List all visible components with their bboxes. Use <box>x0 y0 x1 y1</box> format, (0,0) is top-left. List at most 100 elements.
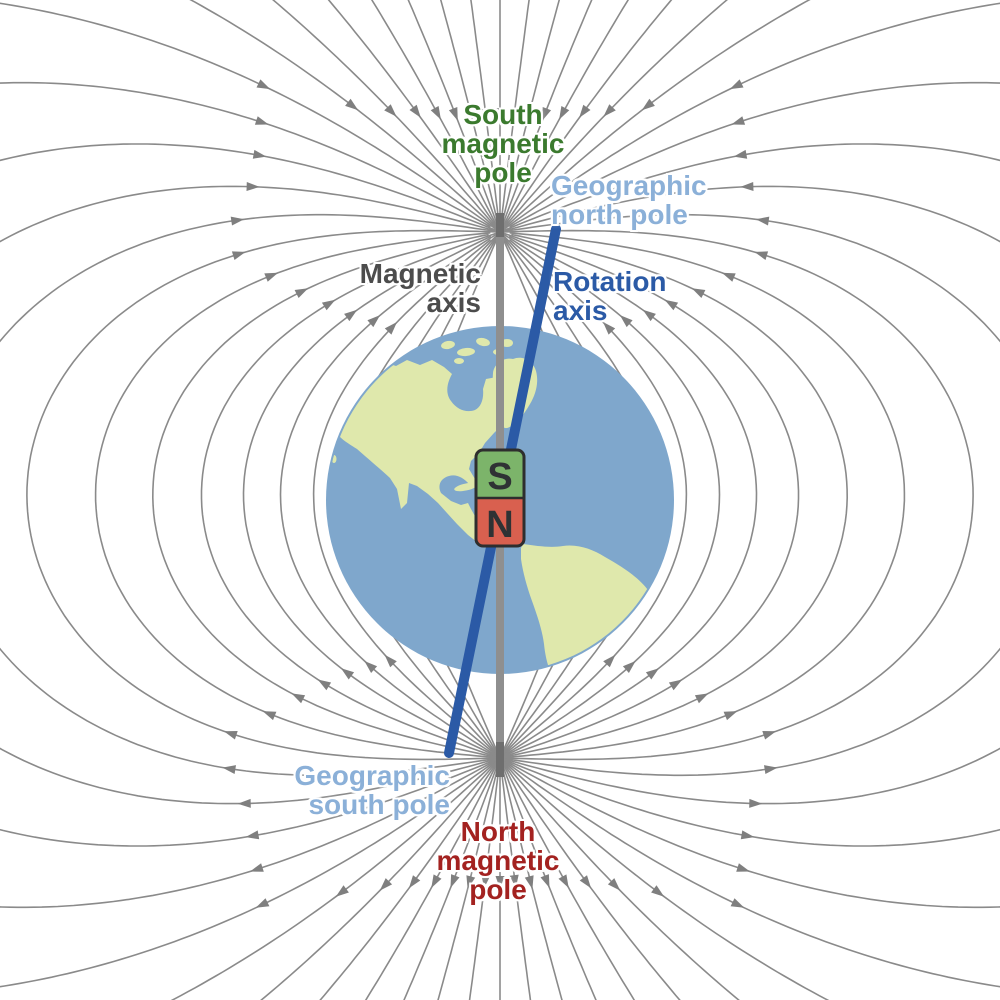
field-line <box>26 229 501 761</box>
field-line <box>0 185 501 805</box>
field-arrow <box>384 104 397 117</box>
label-north-magnetic-pole: North magnetic pole <box>437 817 560 904</box>
field-line <box>499 757 1000 988</box>
field-line <box>0 2 501 233</box>
field-line <box>499 757 597 1000</box>
field-arrow <box>559 106 570 120</box>
field-line <box>499 81 1000 909</box>
field-line <box>499 235 758 759</box>
label-line: axis <box>553 295 608 326</box>
field-line <box>499 239 688 759</box>
field-arrow <box>317 679 332 691</box>
field-line <box>279 231 501 759</box>
field-arrow <box>409 104 421 118</box>
field-arrow <box>344 309 358 322</box>
field-arrow <box>246 182 260 191</box>
field-arrow <box>495 876 505 889</box>
magnet-north-letter: N <box>486 504 513 546</box>
field-arrow <box>730 898 745 908</box>
field-arrow <box>379 878 393 891</box>
field-line <box>370 0 501 233</box>
field-arrow <box>231 251 246 260</box>
label-geographic-north-pole: Geographic north pole <box>551 171 707 229</box>
field-arrow <box>466 875 476 890</box>
field-arrow <box>237 798 251 808</box>
field-arrow <box>764 765 778 774</box>
field-arrow <box>364 661 378 673</box>
island-cuba <box>454 482 478 492</box>
field-line <box>499 757 681 1000</box>
field-arrow <box>294 288 309 298</box>
field-arrow <box>622 661 636 673</box>
field-line <box>0 143 501 847</box>
label-line: Magnetic <box>359 258 481 289</box>
field-line <box>151 233 501 759</box>
field-arrow <box>431 874 442 888</box>
field-arrow <box>222 765 236 774</box>
label-magnetic-axis: Magnetic axis <box>360 259 481 317</box>
field-line <box>470 0 501 233</box>
label-line: Geographic <box>294 760 450 791</box>
field-arrow <box>664 299 679 311</box>
field-arrow <box>603 322 616 335</box>
field-line <box>499 0 530 233</box>
label-line: magnetic <box>441 128 565 159</box>
field-line <box>189 0 501 233</box>
field-line <box>499 185 1000 805</box>
field-line <box>499 229 974 761</box>
field-line <box>407 0 501 233</box>
field-line <box>260 757 501 1000</box>
field-arrow <box>603 104 616 117</box>
field-arrow <box>694 693 709 704</box>
label-line: North <box>460 816 536 847</box>
field-arrow <box>510 108 520 122</box>
field-arrow <box>430 106 441 120</box>
field-arrow <box>341 668 355 680</box>
field-arrow <box>223 731 238 740</box>
label-south-magnetic-pole: South magnetic pole <box>442 100 565 187</box>
field-arrow <box>367 315 381 328</box>
label-line: Rotation <box>553 266 667 297</box>
field-line <box>499 0 630 233</box>
magnet-south-letter: S <box>487 456 512 498</box>
field-arrow <box>245 830 260 840</box>
field-line <box>242 235 501 759</box>
field-arrow <box>723 711 738 721</box>
field-arrow <box>579 875 592 889</box>
field-arrow <box>230 216 245 226</box>
label-line: pole <box>469 874 527 905</box>
field-line <box>499 0 728 233</box>
field-arrow <box>540 874 550 888</box>
label-line: south pole <box>308 789 450 820</box>
island-west-2 <box>329 444 333 450</box>
field-arrow <box>607 878 621 891</box>
field-arrow <box>754 251 769 260</box>
field-arrow <box>264 272 279 282</box>
field-arrow <box>450 874 460 888</box>
field-line <box>499 231 721 759</box>
field-arrow <box>542 107 552 121</box>
field-arrow <box>408 875 421 889</box>
field-line <box>499 0 561 233</box>
field-line <box>499 232 906 759</box>
field-arrow <box>480 108 490 122</box>
field-arrow <box>345 98 359 111</box>
field-arrow <box>691 288 706 298</box>
field-arrow <box>603 654 616 668</box>
field-line <box>272 0 501 233</box>
field-line <box>403 757 501 1000</box>
field-arrow <box>526 106 535 121</box>
magnet-north-half <box>476 498 524 546</box>
bar-magnet: S N <box>474 448 526 548</box>
magnet-outline <box>474 448 526 548</box>
label-line: magnetic <box>436 845 560 876</box>
field-arrow <box>481 874 491 888</box>
field-arrow <box>668 679 683 691</box>
field-line <box>499 0 673 233</box>
field-line <box>170 757 501 1000</box>
field-line <box>499 0 811 233</box>
field-arrow <box>762 731 777 740</box>
